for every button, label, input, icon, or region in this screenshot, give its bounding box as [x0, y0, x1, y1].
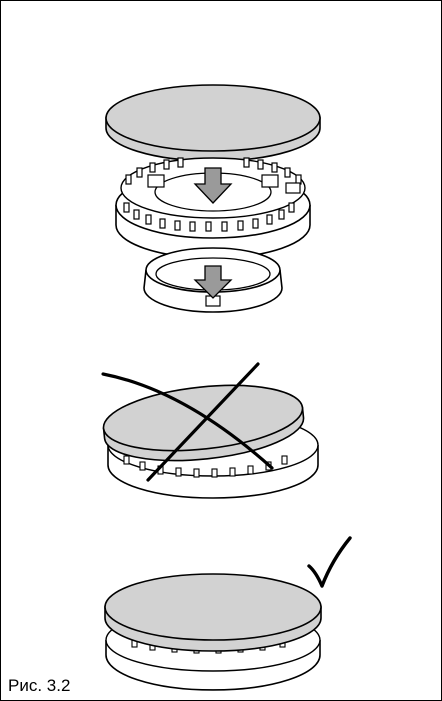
down-arrow-icon [193, 265, 233, 299]
check-mark-icon [307, 536, 352, 588]
correct-placement [104, 536, 352, 691]
incorrect-placement [101, 362, 319, 499]
cross-mark-icon [101, 362, 274, 482]
down-arrow-icon [193, 167, 233, 204]
burner-cap [105, 84, 321, 162]
figure-caption: Рис. 3.2 [8, 676, 71, 695]
exploded-assembly [105, 84, 321, 313]
